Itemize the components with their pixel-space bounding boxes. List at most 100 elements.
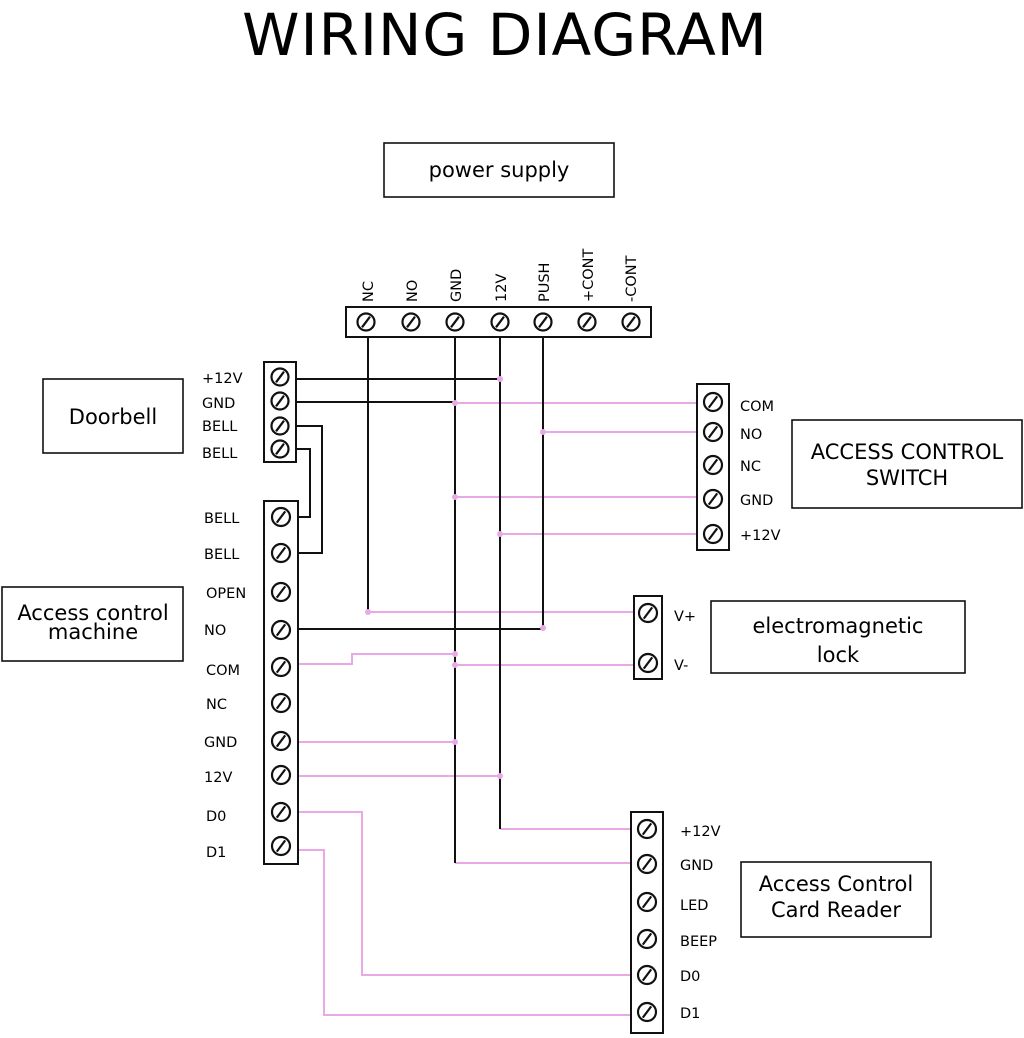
screw-icon [490,312,510,332]
screw-icon [270,367,290,387]
machine-label-line1: Access control [17,601,168,625]
screw-icon [356,312,376,332]
lock-pin-labels: V+ V- [674,609,696,674]
screw-icon [577,312,597,332]
screw-icon [270,416,290,436]
doorbell-label: Doorbell [69,405,157,429]
machine-pin-label: BELL [204,547,239,563]
switch-label-line1: ACCESS CONTROL [811,440,1004,464]
power-supply-terminal [345,306,652,338]
machine-pin-label: BELL [204,511,239,527]
doorbell-pin-label: +12V [202,371,243,387]
switch-pin-labels: COM NO NC GND +12V [740,399,781,544]
machine-pin-label: OPEN [206,586,246,602]
machine-pin-label: 12V [204,770,232,786]
screw-icon [636,1001,658,1023]
switch-label-line2: SWITCH [866,466,948,490]
switch-pin-label: +12V [740,528,781,544]
machine-pin-label: D0 [206,809,226,825]
reader-label-line1: Access Control [759,872,913,896]
machine-pin-label: COM [206,663,240,679]
reader-pin-label: D1 [680,1006,700,1022]
screw-icon [702,488,724,510]
screw-icon [636,853,658,875]
screw-icon [270,542,292,564]
screw-icon [270,801,292,823]
reader-pin-label: GND [680,858,713,874]
machine-pin-label: NO [204,623,226,639]
reader-pin-label: LED [680,898,708,914]
doorbell-terminal [263,361,297,463]
reader-pin-label: BEEP [680,934,717,950]
screw-icon [270,835,292,857]
screw-icon [401,312,421,332]
doorbell-pin-labels: +12V GND BELL BELL [202,371,243,462]
screw-icon [270,730,292,752]
screw-icon [445,312,465,332]
power-supply-pin-labels: NC NO GND 12V PUSH +CONT -CONT [361,248,640,302]
screw-icon [270,439,290,459]
lock-label-line1: electromagnetic [753,614,924,638]
lock-pin-label: V- [674,658,688,674]
access-control-machine-terminal [263,500,299,865]
switch-pin-label: GND [740,493,773,509]
wire-bell-1 [296,425,323,554]
screw-icon [636,891,658,913]
lock-pin-label: V+ [674,609,696,625]
electromagnetic-lock-box: electromagnetic lock [710,600,966,674]
access-control-switch-box: ACCESS CONTROL SWITCH [791,419,1023,509]
card-reader-pin-labels: +12V GND LED BEEP D0 D1 [680,824,721,1022]
ps-pin-label: +CONT [581,248,597,302]
screw-icon [533,312,553,332]
power-supply-label: power supply [429,158,570,182]
diagram-title: WIRING DIAGRAM [242,1,768,69]
screw-icon [270,656,292,678]
lock-terminal [633,595,663,680]
wire-com-gnd [298,653,455,665]
screw-icon [702,454,724,476]
screw-icon [270,764,292,786]
doorbell-pin-label: BELL [202,446,237,462]
ps-pin-label: 12V [494,274,510,302]
wire-d1 [298,849,631,1016]
screw-icon [270,692,292,714]
lock-label-line2: lock [817,643,860,667]
screw-icon [270,391,290,411]
access-control-machine-box: Access control machine [1,586,184,662]
card-reader-box: Access Control Card Reader [740,861,932,938]
screw-icon [702,421,724,443]
black-wires [296,337,544,863]
reader-label-line2: Card Reader [771,898,901,922]
screw-icon [621,312,641,332]
ps-pin-label: NC [361,281,377,302]
power-supply-box: power supply [383,142,615,198]
machine-pin-label: NC [206,697,227,713]
wire-bell-2 [296,448,311,518]
ps-pin-label: NO [405,280,421,302]
junctions [365,376,546,779]
screw-icon [636,928,658,950]
access-control-switch-terminal [696,383,730,551]
switch-pin-label: NC [740,459,761,475]
reader-pin-label: D0 [680,969,700,985]
machine-label-line2: machine [48,620,138,644]
switch-pin-label: NO [740,427,762,443]
screw-icon [637,602,659,624]
machine-pin-label: GND [204,735,237,751]
screw-icon [636,964,658,986]
machine-pin-label: D1 [206,845,226,861]
screw-icon [702,391,724,413]
wire-d0 [298,811,631,976]
switch-pin-label: COM [740,399,774,415]
ps-pin-label: PUSH [537,263,553,302]
card-reader-terminal [630,811,664,1034]
doorbell-pin-label: BELL [202,419,237,435]
ps-pin-label: GND [449,269,465,302]
screw-icon [270,619,292,641]
screw-icon [636,818,658,840]
reader-pin-label: +12V [680,824,721,840]
doorbell-box: Doorbell [42,378,184,454]
screw-icon [270,581,292,603]
screw-icon [702,523,724,545]
